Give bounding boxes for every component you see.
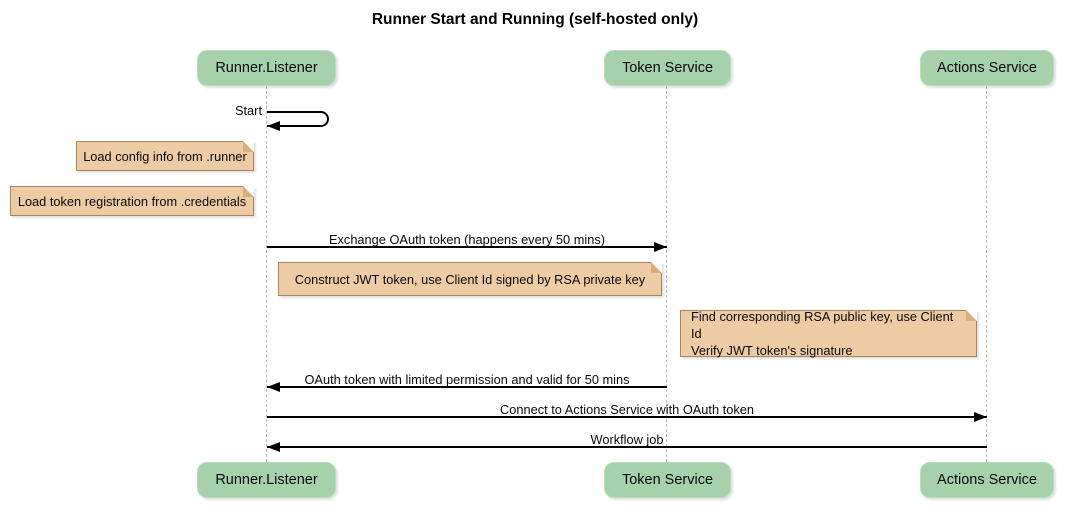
note-construct-jwt: Construct JWT token, use Client Id signe… (278, 262, 662, 296)
diagram-title: Runner Start and Running (self-hosted on… (371, 11, 699, 28)
arrowhead-left-icon (267, 442, 280, 452)
arrowhead-right-icon (974, 412, 987, 422)
participant-actions-service-bottom: Actions Service (920, 462, 1054, 498)
note-load-token-registration: Load token registration from .credential… (10, 186, 254, 216)
message-label: Workflow job (590, 432, 664, 447)
participant-actions-service-top: Actions Service (920, 50, 1054, 86)
participant-token-service-bottom: Token Service (604, 462, 731, 498)
note-load-config: Load config info from .runner (76, 141, 254, 171)
message-line (267, 416, 987, 418)
participant-runner-listener-top: Runner.Listener (197, 50, 336, 86)
message-label: Exchange OAuth token (happens every 50 m… (328, 232, 605, 247)
arrowhead-left-icon (267, 121, 280, 131)
lifeline-runner-listener (266, 86, 267, 462)
message-label: Connect to Actions Service with OAuth to… (500, 402, 754, 417)
message-line (267, 386, 667, 388)
arrowhead-right-icon (654, 242, 667, 252)
participant-token-service-top: Token Service (604, 50, 731, 86)
message-label: Start (234, 103, 262, 118)
note-verify-jwt: Find corresponding RSA public key, use C… (680, 309, 977, 358)
lifeline-actions-service (986, 86, 987, 462)
message-line (267, 446, 987, 448)
arrowhead-left-icon (267, 382, 280, 392)
self-loop-arrow (267, 111, 329, 127)
message-label: OAuth token with limited permission and … (304, 372, 630, 387)
participant-runner-listener-bottom: Runner.Listener (197, 462, 336, 498)
lifeline-token-service (666, 86, 667, 462)
message-line (267, 246, 667, 248)
